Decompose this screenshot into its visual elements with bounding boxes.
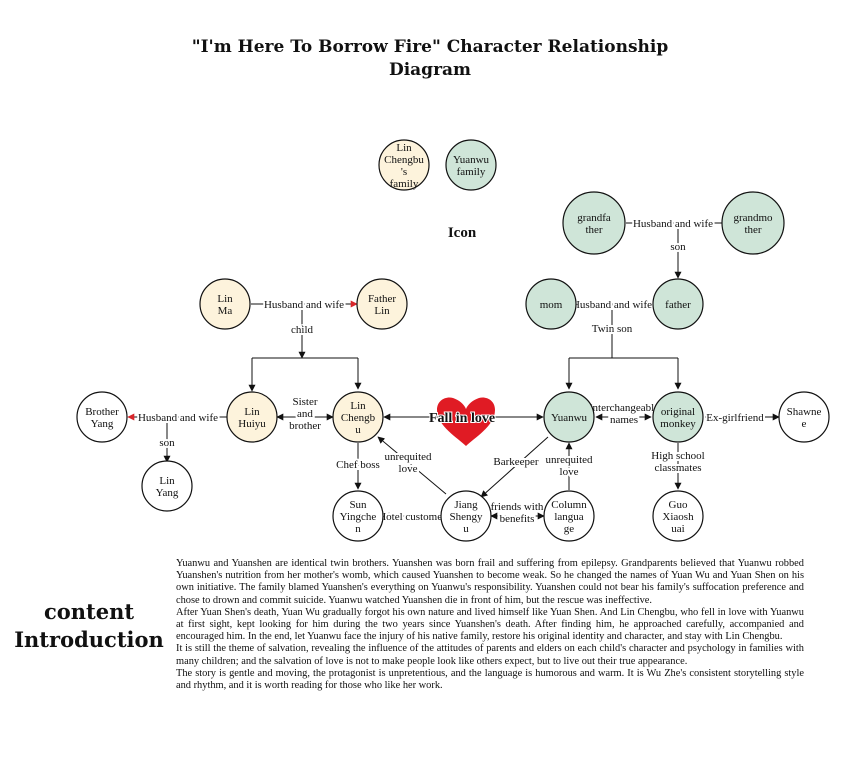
label-son-right: son xyxy=(670,241,686,253)
node-lin-chengbu-circle xyxy=(332,391,384,443)
node-sun-yingchen-circle xyxy=(332,490,384,542)
node-shawnee-circle xyxy=(778,391,830,443)
node-father-label: father xyxy=(665,299,691,311)
label-chef-boss: Chef boss xyxy=(336,459,380,471)
content-introduction: Yuanwu and Yuanshen are identical twin b… xyxy=(176,558,804,692)
node-mom-label: mom xyxy=(540,299,563,311)
page-title: "I'm Here To Borrow Fire" Character Rela… xyxy=(191,37,669,80)
edge-unrequited-left xyxy=(377,436,447,495)
legend-yuanwu-family-circle xyxy=(445,139,497,191)
node-yuanwu-circle xyxy=(543,391,595,443)
label-ex-girlfriend: Ex-girlfriend xyxy=(706,412,764,424)
intro-paragraph: The story is gentle and moving, the prot… xyxy=(176,667,804,692)
intro-paragraph: After Yuan Shen's death, Yuan Wu gradual… xyxy=(176,606,804,643)
legend-lin-family-circle xyxy=(378,139,430,191)
node-lin-yang-circle xyxy=(141,460,193,512)
node-lin-huiyu-circle xyxy=(226,391,278,443)
content-introduction-heading: content Introduction xyxy=(14,599,164,652)
edge-barkeeper xyxy=(480,436,549,498)
label-yang-couple: Husband and wife xyxy=(138,412,218,424)
node-jiang-shengyu-circle xyxy=(440,490,492,542)
label-child: child xyxy=(291,324,313,336)
intro-paragraph: It is still the theme of salvation, reve… xyxy=(176,643,804,667)
label-fall-in-love: Fall in love xyxy=(429,411,495,426)
node-father: father xyxy=(652,278,704,330)
node-mom-circle xyxy=(525,278,577,330)
label-barkeeper: Barkeeper xyxy=(493,456,539,468)
node-grandmother-circle xyxy=(721,191,785,255)
label-twin-son: Twin son xyxy=(592,323,633,335)
label-lin-parents: Husband and wife xyxy=(264,299,344,311)
node-column-language-circle xyxy=(543,490,595,542)
node-brother-yang-circle xyxy=(76,391,128,443)
node-guo-xiaoshuai-circle xyxy=(652,490,704,542)
node-yuanwu: Yuanwu xyxy=(543,391,595,443)
node-grandfather-circle xyxy=(562,191,626,255)
heart-icon xyxy=(437,397,495,446)
label-hotel-customer: Hotel customer xyxy=(378,511,446,523)
node-father-lin-circle xyxy=(356,278,408,330)
label-parents: Husband and wife xyxy=(572,299,652,311)
intro-paragraph: Yuanwu and Yuanshen are identical twin b… xyxy=(176,558,804,606)
node-father-circle xyxy=(652,278,704,330)
node-original-monkey-circle xyxy=(652,391,704,443)
node-yuanwu-label: Yuanwu xyxy=(551,412,588,424)
label-grandparents: Husband and wife xyxy=(633,218,713,230)
node-lin-ma-circle xyxy=(199,278,251,330)
legend-heading: Icon xyxy=(448,225,477,241)
node-mom: mom xyxy=(525,278,577,330)
label-son-left: son xyxy=(159,437,175,449)
